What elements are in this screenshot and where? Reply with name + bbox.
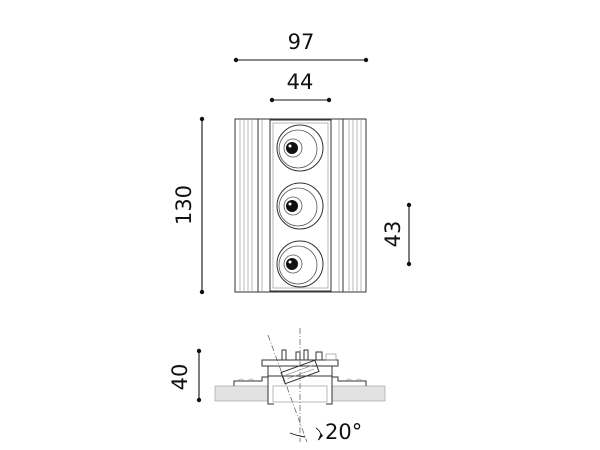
module-inner-frame — [272, 122, 329, 289]
module-frame — [269, 119, 332, 292]
spotlight — [276, 182, 324, 230]
dimension-overall-width: 97 — [233, 30, 369, 63]
tilt-angle-label: 20° — [325, 420, 362, 444]
spotlight — [276, 124, 324, 172]
front-view: 97 44 130 43 — [172, 30, 412, 295]
spot-group — [276, 124, 324, 288]
dimension-overall-height: 130 — [172, 116, 205, 295]
dimension-depth: 40 — [168, 348, 202, 403]
left-fins — [239, 119, 263, 292]
dimension-module-width: 44 — [269, 70, 332, 103]
trim-frame — [234, 118, 367, 293]
tilted-lamp-head — [280, 359, 320, 385]
tilt-axis-lines — [267, 328, 323, 443]
overall-width-label: 97 — [288, 30, 315, 54]
spotlight — [276, 240, 324, 288]
ceiling-cutout — [268, 383, 332, 403]
spot-pitch-label: 43 — [381, 221, 405, 248]
depth-label: 40 — [168, 364, 192, 391]
section-view: 40 — [168, 328, 386, 444]
module-width-label: 44 — [287, 70, 314, 94]
trim-flange — [233, 376, 367, 405]
dimension-spot-pitch: 43 — [381, 202, 412, 267]
overall-height-label: 130 — [172, 185, 196, 225]
right-fins — [338, 119, 362, 292]
